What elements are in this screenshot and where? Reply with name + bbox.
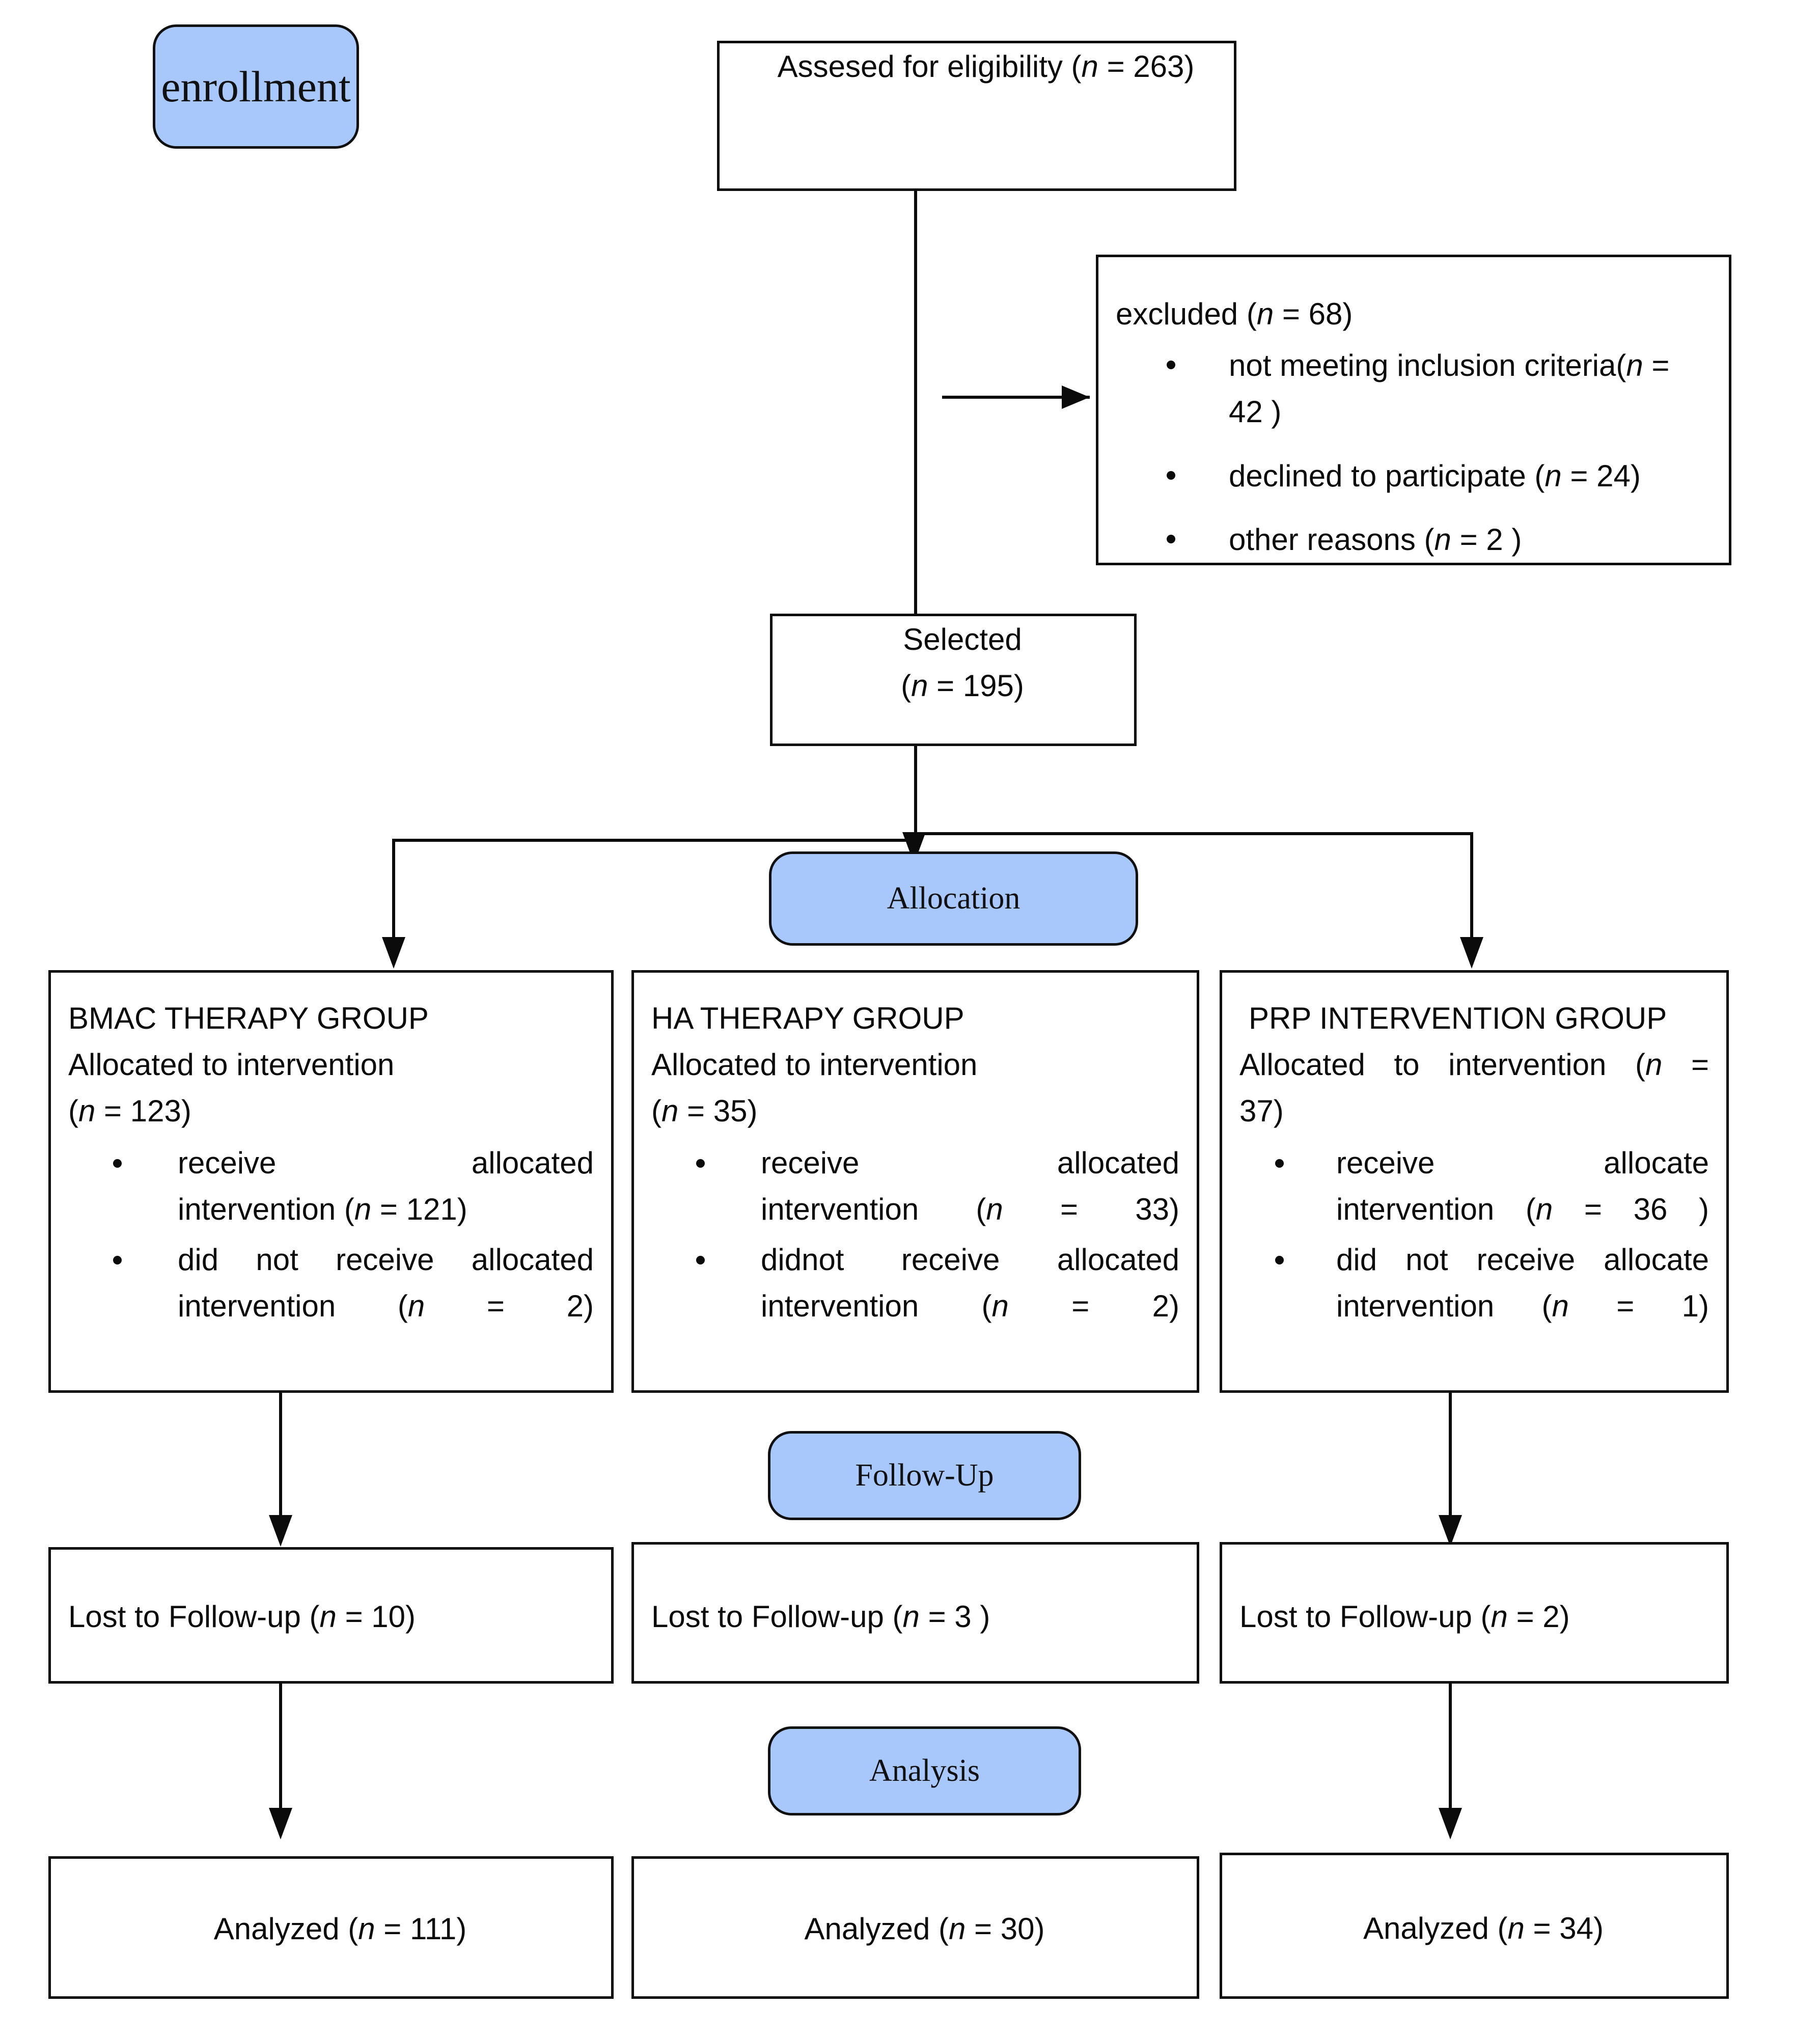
list-item: did not receive allocated intervention (… bbox=[68, 1236, 594, 1329]
stage-label-analysis-text: Analysis bbox=[869, 1753, 980, 1788]
node-assessed-for-eligibility: Assesed for eligibility (n = 263) bbox=[717, 41, 1236, 191]
connector-branch-right-drop bbox=[1470, 832, 1473, 939]
group-allocated-count: 37) bbox=[1239, 1094, 1284, 1129]
list-item: receive allocated intervention (n = 33) bbox=[651, 1140, 1179, 1232]
list-item: other reasons (n = 2 ) bbox=[1116, 516, 1712, 563]
analyzed-text: Analyzed (n = 34) bbox=[1363, 1911, 1604, 1945]
connector-prp-to-lost bbox=[1449, 1393, 1452, 1518]
connector-assessed-to-selected bbox=[914, 191, 917, 626]
stage-label-enrollment-text: enrollment bbox=[161, 62, 351, 111]
connector-lost-to-analyzed-prp bbox=[1449, 1684, 1452, 1811]
list-item: did not receive allocate intervention (n… bbox=[1239, 1236, 1709, 1329]
group-bullet-list: receive allocated intervention (n = 33) … bbox=[651, 1140, 1179, 1330]
node-lost-to-followup-bmac: Lost to Follow-up (n = 10) bbox=[48, 1547, 614, 1684]
list-item: didnot receive allocated intervention (n… bbox=[651, 1236, 1179, 1329]
assessed-text: Assesed for eligibility (n = 263) bbox=[777, 49, 1195, 84]
group-allocated-count: (n = 123) bbox=[68, 1094, 191, 1129]
lost-to-followup-text: Lost to Follow-up (n = 3 ) bbox=[651, 1600, 990, 1634]
stage-label-followup-text: Follow-Up bbox=[855, 1458, 994, 1493]
node-group-ha: HA THERAPY GROUP Allocated to interventi… bbox=[631, 970, 1199, 1393]
stage-label-analysis: Analysis bbox=[768, 1726, 1081, 1815]
node-excluded: excluded (n = 68) not meeting inclusion … bbox=[1096, 255, 1731, 565]
group-allocated-line1: Allocated to intervention (n = bbox=[1239, 1048, 1709, 1082]
group-title: PRP INTERVENTION GROUP bbox=[1249, 1001, 1667, 1035]
arrowhead-to-bmac-group bbox=[382, 937, 405, 969]
node-selected: Selected (n = 195) bbox=[770, 614, 1137, 746]
selected-count: (n = 195) bbox=[901, 669, 1024, 703]
node-group-bmac: BMAC THERAPY GROUP Allocated to interven… bbox=[48, 970, 614, 1393]
stage-label-allocation-text: Allocation bbox=[887, 881, 1021, 916]
connector-branch-bar-left bbox=[392, 839, 917, 842]
connector-selected-stem bbox=[914, 746, 917, 835]
group-bullet-list: receive allocate intervention (n = 36 ) … bbox=[1239, 1140, 1709, 1330]
connector-branch-bar-right bbox=[914, 832, 1473, 835]
group-allocated-line1: Allocated to intervention bbox=[651, 1048, 978, 1082]
connector-assessed-to-excluded bbox=[942, 396, 1090, 399]
group-bullet-list: receive allocated intervention (n = 121)… bbox=[68, 1140, 594, 1330]
group-title: HA THERAPY GROUP bbox=[651, 1001, 964, 1035]
excluded-reason-list: not meeting inclusion criteria(n = 42 ) … bbox=[1116, 342, 1712, 563]
stage-label-enrollment: enrollment bbox=[153, 24, 359, 149]
node-lost-to-followup-prp: Lost to Follow-up (n = 2) bbox=[1220, 1542, 1729, 1684]
node-group-prp: PRP INTERVENTION GROUP Allocated to inte… bbox=[1220, 970, 1729, 1393]
node-lost-to-followup-ha: Lost to Follow-up (n = 3 ) bbox=[631, 1542, 1199, 1684]
list-item: not meeting inclusion criteria(n = 42 ) bbox=[1116, 342, 1712, 435]
node-analyzed-bmac: Analyzed (n = 111) bbox=[48, 1856, 614, 1999]
analyzed-text: Analyzed (n = 111) bbox=[213, 1912, 467, 1946]
connector-bmac-to-lost bbox=[279, 1393, 282, 1518]
connector-lost-to-analyzed-bmac bbox=[279, 1684, 282, 1811]
arrowhead-to-excluded bbox=[1062, 386, 1090, 409]
lost-to-followup-text: Lost to Follow-up (n = 2) bbox=[1239, 1600, 1570, 1634]
selected-label: Selected bbox=[903, 622, 1022, 656]
list-item: receive allocate intervention (n = 36 ) bbox=[1239, 1140, 1709, 1232]
arrowhead-to-lost-prp bbox=[1439, 1515, 1462, 1547]
node-analyzed-ha: Analyzed (n = 30) bbox=[631, 1856, 1199, 1999]
group-allocated-line1: Allocated to intervention bbox=[68, 1048, 395, 1082]
stage-label-allocation: Allocation bbox=[769, 851, 1138, 946]
list-item: receive allocated intervention (n = 121) bbox=[68, 1140, 594, 1232]
arrowhead-to-analyzed-bmac bbox=[269, 1808, 292, 1839]
excluded-heading: excluded (n = 68) bbox=[1116, 297, 1353, 331]
list-item: declined to participate (n = 24) bbox=[1116, 453, 1712, 499]
analyzed-text: Analyzed (n = 30) bbox=[804, 1912, 1045, 1946]
connector-branch-left-drop bbox=[392, 839, 395, 939]
arrowhead-to-analyzed-prp bbox=[1439, 1808, 1462, 1839]
node-analyzed-prp: Analyzed (n = 34) bbox=[1220, 1853, 1729, 1999]
stage-label-followup: Follow-Up bbox=[768, 1431, 1081, 1520]
arrowhead-to-prp-group bbox=[1460, 937, 1483, 969]
group-allocated-count: (n = 35) bbox=[651, 1094, 758, 1129]
arrowhead-to-lost-bmac bbox=[269, 1515, 292, 1547]
lost-to-followup-text: Lost to Follow-up (n = 10) bbox=[68, 1600, 416, 1634]
group-title: BMAC THERAPY GROUP bbox=[68, 1001, 429, 1035]
